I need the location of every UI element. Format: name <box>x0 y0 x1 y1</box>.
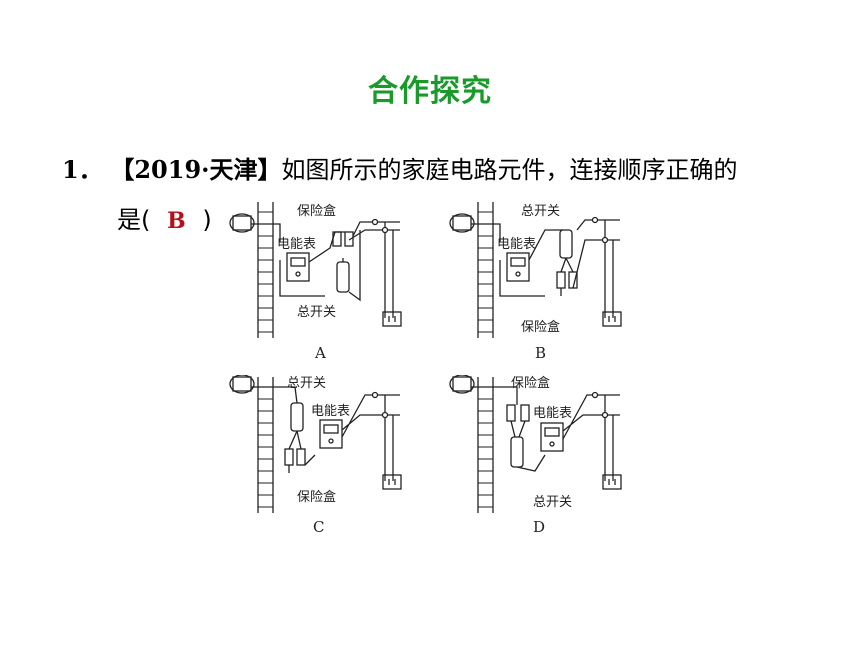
electric-meter-icon <box>506 252 530 282</box>
circuit-figure-a: 保险盒 电能表 总开关 A <box>229 202 402 362</box>
main-switch-icon <box>510 436 524 468</box>
label-fuse-box: 保险盒 <box>511 375 550 391</box>
question-text-2-prefix: 是( <box>117 206 151 234</box>
main-switch-icon <box>559 229 573 259</box>
electric-meter-icon <box>319 419 343 449</box>
meter-box-icon <box>229 375 255 394</box>
main-switch-icon <box>336 258 350 293</box>
question-text-2-suffix: ) <box>202 206 212 234</box>
label-meter: 电能表 <box>311 404 350 419</box>
label-main-switch: 总开关 <box>533 495 572 510</box>
building-wall <box>477 202 494 338</box>
question-line-2: 是( B) <box>117 200 212 235</box>
figure-caption: A <box>314 344 326 362</box>
fuse-box-icon <box>506 404 530 422</box>
label-meter: 电能表 <box>497 237 536 252</box>
figure-caption: D <box>533 518 545 536</box>
question-source: 【2019·天津】 <box>110 155 282 184</box>
answer-choice: B <box>167 208 186 234</box>
electric-meter-icon <box>286 252 310 282</box>
socket-icon <box>602 474 622 490</box>
circuit-figure-d: 保险盒 电能表 总开关 D <box>449 375 622 536</box>
label-meter: 电能表 <box>277 237 316 252</box>
fuse-box-icon <box>284 448 306 466</box>
label-meter: 电能表 <box>533 406 572 421</box>
label-main-switch: 总开关 <box>287 376 326 391</box>
label-main-switch: 总开关 <box>297 305 336 320</box>
figure-caption: C <box>313 518 324 536</box>
electric-meter-icon <box>540 422 564 452</box>
question-text-1: 如图所示的家庭电路元件，连接顺序正确的 <box>281 156 738 184</box>
meter-box-icon <box>229 213 255 233</box>
socket-icon <box>602 311 622 327</box>
figure-caption: B <box>535 344 546 362</box>
fuse-box-icon <box>332 231 354 247</box>
main-switch-icon <box>290 402 304 432</box>
building-wall <box>477 377 494 513</box>
building-wall <box>257 202 274 338</box>
page-title: 合作探究 <box>368 74 492 109</box>
label-fuse-box: 保险盒 <box>297 489 336 505</box>
label-fuse-box: 保险盒 <box>521 319 560 335</box>
question-number: 1． <box>62 155 103 184</box>
question-line-1: 1． 【2019·天津】如图所示的家庭电路元件，连接顺序正确的 <box>62 150 738 185</box>
building-wall <box>257 377 274 513</box>
socket-icon <box>382 311 402 327</box>
socket-icon <box>382 474 402 490</box>
meter-box-icon <box>449 213 475 233</box>
label-fuse-box: 保险盒 <box>297 203 336 219</box>
meter-box-icon <box>449 375 475 394</box>
circuit-figure-b: 总开关 电能表 保险盒 B <box>449 202 622 362</box>
label-main-switch: 总开关 <box>521 204 560 219</box>
circuit-figure-c: 总开关 电能表 保险盒 C <box>229 375 402 536</box>
